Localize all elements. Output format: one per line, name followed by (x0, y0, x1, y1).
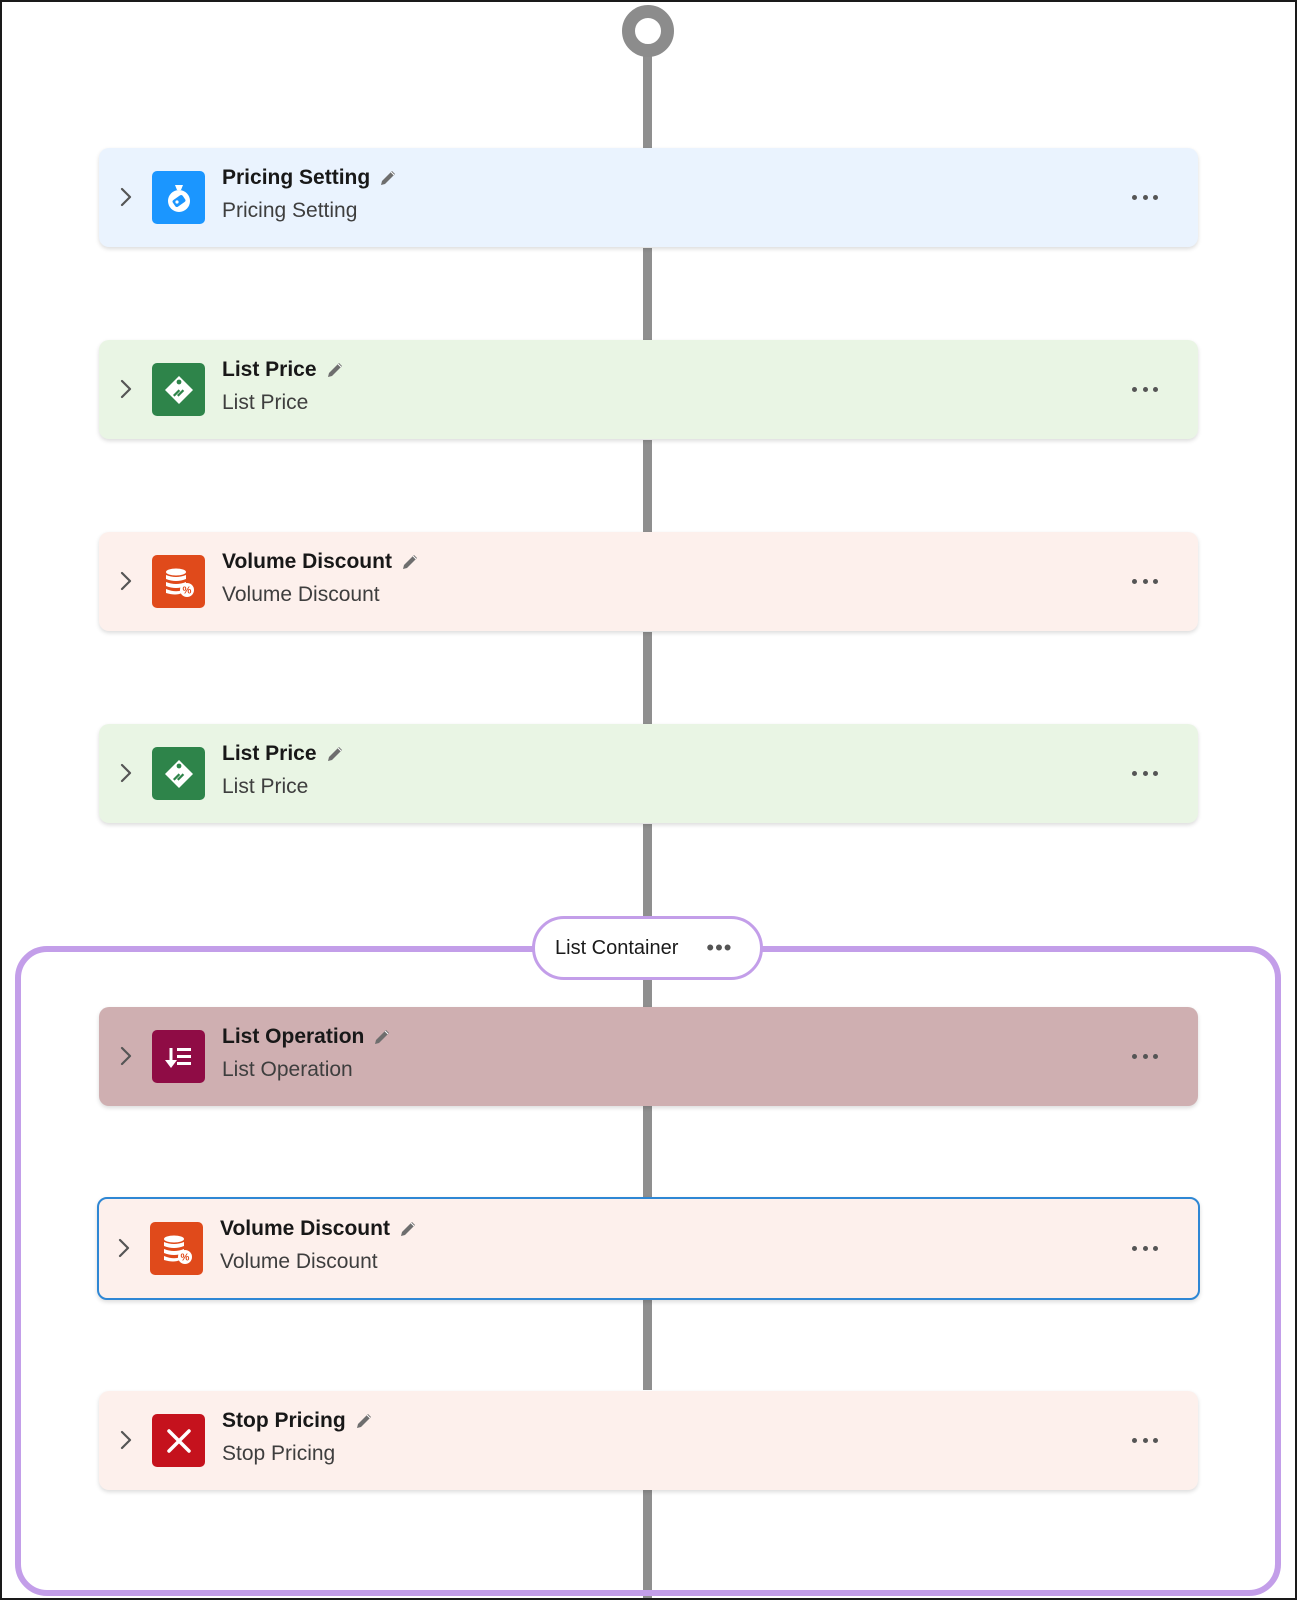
connector-line (643, 1490, 652, 1598)
step-title-row: List Price (222, 358, 345, 382)
ellipsis-icon[interactable] (1132, 1429, 1158, 1451)
chevron-right-icon[interactable] (119, 762, 133, 784)
edit-icon[interactable] (400, 552, 420, 572)
step-subtitle: List Price (222, 391, 309, 414)
chevron-right-icon[interactable] (119, 570, 133, 592)
step-subtitle: List Operation (222, 1058, 353, 1081)
chevron-right-icon[interactable] (119, 1045, 133, 1067)
step-subtitle: List Price (222, 775, 309, 798)
step-title: Volume Discount (222, 550, 392, 573)
step-subtitle: Volume Discount (222, 583, 380, 606)
price-tag-icon (152, 747, 205, 800)
edit-icon[interactable] (372, 1027, 392, 1047)
chevron-right-icon[interactable] (119, 1429, 133, 1451)
svg-text:%: % (182, 585, 191, 596)
edit-icon[interactable] (354, 1411, 374, 1431)
step-subtitle: Volume Discount (220, 1250, 378, 1273)
chevron-right-icon[interactable] (119, 378, 133, 400)
pricing-setting-icon (152, 171, 205, 224)
ellipsis-icon[interactable] (1132, 186, 1158, 208)
step-title-row: Volume Discount (220, 1217, 418, 1241)
edit-icon[interactable] (325, 744, 345, 764)
ellipsis-icon[interactable]: ••• (706, 935, 733, 960)
step-title: List Operation (222, 1025, 365, 1048)
connector-line (643, 978, 652, 1008)
volume-discount-icon: % (152, 555, 205, 608)
chevron-right-icon[interactable] (117, 1237, 131, 1259)
list-container-header[interactable]: List Container ••• (532, 916, 763, 980)
step-title: Volume Discount (220, 1217, 390, 1240)
price-tag-icon (152, 363, 205, 416)
step-title-row: Pricing Setting (222, 166, 398, 190)
stop-icon (152, 1414, 205, 1467)
svg-text:%: % (180, 1252, 189, 1263)
connector-line (643, 1106, 652, 1198)
step-title-row: Volume Discount (222, 550, 420, 574)
step-title-row: Stop Pricing (222, 1409, 374, 1433)
step-title-row: List Operation (222, 1025, 392, 1049)
list-container-label: List Container (555, 936, 679, 959)
step-subtitle: Stop Pricing (222, 1442, 336, 1465)
step-title: Stop Pricing (222, 1409, 346, 1432)
step-title: List Price (222, 358, 317, 381)
step-title: Pricing Setting (222, 166, 371, 189)
ellipsis-icon[interactable] (1132, 762, 1158, 784)
chevron-right-icon[interactable] (119, 186, 133, 208)
ellipsis-icon[interactable] (1132, 570, 1158, 592)
connector-line (643, 52, 652, 150)
connector-line (643, 632, 652, 724)
connector-line (643, 824, 652, 918)
list-operation-icon (152, 1030, 205, 1083)
edit-icon[interactable] (398, 1219, 418, 1239)
connector-line (643, 248, 652, 340)
edit-icon[interactable] (378, 168, 398, 188)
connector-line (643, 1298, 652, 1390)
ellipsis-icon[interactable] (1132, 1045, 1158, 1067)
ellipsis-icon[interactable] (1132, 378, 1158, 400)
start-node[interactable] (622, 5, 674, 57)
volume-discount-icon: % (150, 1222, 203, 1275)
step-subtitle: Pricing Setting (222, 199, 358, 222)
step-title: List Price (222, 742, 317, 765)
edit-icon[interactable] (325, 360, 345, 380)
ellipsis-icon[interactable] (1132, 1237, 1158, 1259)
step-title-row: List Price (222, 742, 345, 766)
connector-line (643, 440, 652, 532)
